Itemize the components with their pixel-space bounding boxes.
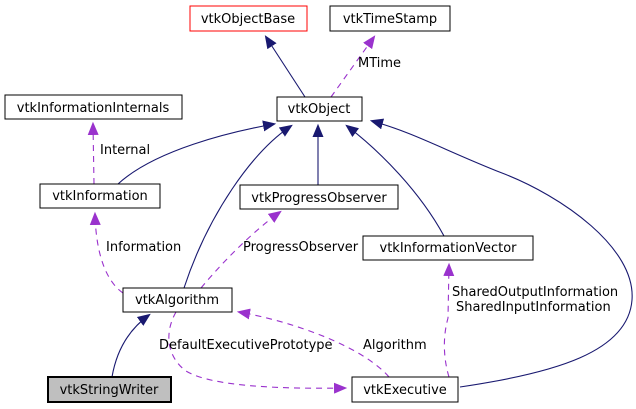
edge-label-progress-observer: ProgressObserver — [243, 240, 359, 255]
edge-label-information: Information — [106, 240, 181, 255]
edge-vtkExecutive-to-vtkInformationVector — [443, 262, 455, 378]
node-box[interactable] — [276, 96, 363, 122]
node-vtkObject[interactable]: vtkObject — [276, 96, 363, 122]
edge-vtkAlgorithm-to-vtkExecutive — [168, 311, 348, 394]
edge-vtkAlgorithm-to-vtkProgressObserver — [200, 210, 282, 289]
node-vtkInformationVector[interactable]: vtkInformationVector — [362, 235, 534, 261]
node-label: vtkTimeStamp — [343, 12, 437, 27]
node-label: vtkObjectBase — [201, 12, 295, 27]
node-box[interactable] — [47, 376, 172, 403]
node-label: vtkExecutive — [363, 383, 447, 398]
node-box[interactable] — [39, 183, 161, 209]
edge-label-default-executive-prototype: DefaultExecutivePrototype — [159, 338, 333, 353]
edge-vtkInformationVector-to-vtkObject — [345, 124, 445, 237]
edge-label-shared-output-information: SharedOutputInformation — [452, 285, 618, 300]
nodes: vtkObjectBase vtkTimeStamp vtkInformatio… — [4, 5, 534, 403]
edge-vtkInformation-to-vtkObject — [117, 120, 277, 185]
edge-vtkAlgorithm-to-vtkInformation — [89, 211, 124, 294]
node-vtkExecutive[interactable]: vtkExecutive — [351, 376, 459, 403]
edge-vtkObject-to-vtkTimeStamp — [330, 35, 376, 98]
node-vtkTimeStamp[interactable]: vtkTimeStamp — [329, 5, 451, 32]
node-label: vtkInformation — [52, 189, 148, 204]
node-vtkInformationInternals[interactable]: vtkInformationInternals — [4, 94, 183, 120]
edge-vtkInformation-to-vtkInformationInternals — [87, 121, 99, 185]
node-label: vtkInformationInternals — [17, 101, 170, 116]
edge-label-internal: Internal — [100, 143, 150, 158]
edge-vtkObject-to-vtkObjectBase — [264, 35, 306, 98]
edges — [87, 35, 633, 394]
edge-labels: MTime Internal Information ProgressObser… — [100, 56, 618, 353]
edge-label-mtime: MTime — [358, 56, 401, 71]
node-vtkStringWriter[interactable]: vtkStringWriter — [47, 376, 172, 403]
edge-vtkAlgorithm-to-vtkObject — [183, 124, 293, 289]
node-box[interactable] — [239, 184, 399, 210]
node-label: vtkAlgorithm — [135, 293, 219, 308]
node-label: vtkProgressObserver — [251, 191, 387, 206]
edge-vtkExecutive-to-vtkObject — [369, 118, 633, 388]
node-label: vtkObject — [288, 102, 351, 117]
edge-vtkStringWriter-to-vtkAlgorithm — [111, 313, 151, 378]
node-vtkProgressObserver[interactable]: vtkProgressObserver — [239, 184, 399, 210]
node-box[interactable] — [4, 94, 183, 120]
node-box[interactable] — [362, 235, 534, 261]
node-box[interactable] — [122, 287, 233, 313]
node-label: vtkInformationVector — [380, 241, 518, 256]
node-box[interactable] — [329, 5, 451, 32]
edge-label-algorithm: Algorithm — [363, 338, 427, 353]
edge-label-shared-input-information: SharedInputInformation — [456, 300, 611, 315]
node-vtkObjectBase[interactable]: vtkObjectBase — [189, 5, 308, 32]
node-vtkInformation[interactable]: vtkInformation — [39, 183, 161, 209]
node-box[interactable] — [351, 376, 459, 403]
node-box[interactable] — [189, 5, 308, 32]
edge-vtkExecutive-to-vtkAlgorithm — [236, 308, 390, 378]
node-label: vtkStringWriter — [60, 383, 159, 398]
node-vtkAlgorithm[interactable]: vtkAlgorithm — [122, 287, 233, 313]
